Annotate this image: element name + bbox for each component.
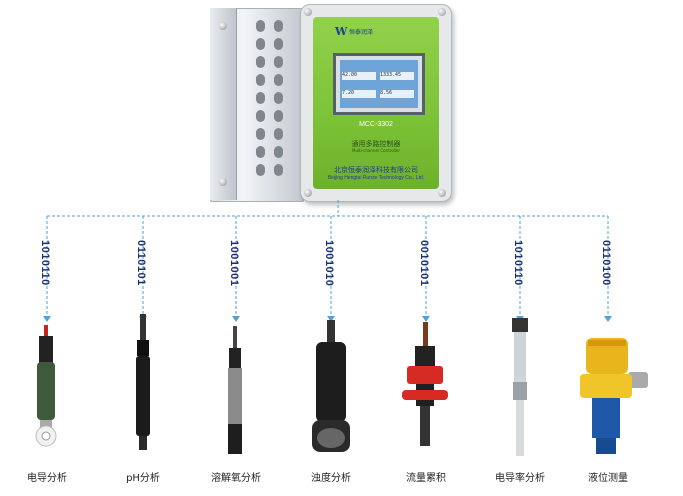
ph-electrode-icon: [136, 314, 150, 450]
screw-icon: [438, 8, 446, 16]
bracket-slots: [252, 20, 292, 190]
controller-enclosure: W 恒泰润泽 42.00 1333.45 7.20 8.56 MCC-3302 …: [300, 4, 452, 202]
turbidity-sensor-icon: [312, 320, 350, 452]
controller-panel: W 恒泰润泽 42.00 1333.45 7.20 8.56 MCC-3302 …: [313, 17, 439, 189]
dissolved-oxygen-sensor-icon: [228, 326, 242, 454]
lcd-display: 42.00 1333.45 7.20 8.56: [333, 53, 425, 115]
ultrasonic-level-sensor-icon: [580, 338, 648, 454]
lcd-value: 42.00: [342, 72, 376, 80]
bracket-hole: [219, 178, 227, 186]
bracket-flange: [210, 8, 237, 200]
screw-icon: [304, 189, 312, 197]
sensor-caption: 流量累积: [406, 473, 446, 484]
channel-code: 1010110: [39, 240, 51, 286]
channel-code: 1010110: [512, 240, 524, 286]
brand-logo: W: [335, 25, 348, 38]
conductivity-meter-icon: [512, 318, 528, 456]
sensor-caption: 电导分析: [27, 473, 67, 484]
sensor-caption: 浊度分析: [311, 473, 351, 484]
controller-name-en: Multi-channel Controller: [352, 148, 400, 153]
brand-text: 恒泰润泽: [349, 29, 374, 36]
screw-icon: [438, 189, 446, 197]
screw-icon: [304, 8, 312, 16]
channel-code: 0110100: [600, 240, 612, 286]
conductivity-sensor-icon: [35, 325, 57, 447]
channel-code: 0010101: [418, 240, 430, 287]
controller-name: 通用多路控制器: [351, 140, 401, 148]
lcd-value: 7.20: [342, 90, 376, 98]
sensor-caption: 溶解氧分析: [211, 473, 261, 484]
lcd-value: 1333.45: [380, 72, 414, 80]
channel-code: 0110101: [135, 240, 147, 286]
model-number: MCC-3302: [359, 121, 393, 128]
sensor-caption: 液位测量: [588, 473, 628, 484]
sensor-caption: pH分析: [126, 473, 160, 484]
lcd-value: 8.56: [380, 90, 414, 98]
channel-code: 1001001: [228, 240, 240, 287]
sensor-caption: 电导率分析: [495, 473, 545, 484]
company-name-en: Beijing Hengtai Runze Technology Co., Lt…: [327, 175, 425, 181]
channel-code: 1001010: [323, 240, 335, 287]
company-name: 北京恒泰润泽科技有限公司: [334, 166, 418, 174]
flow-sensor-icon: [402, 322, 448, 446]
bracket-hole: [219, 22, 227, 30]
